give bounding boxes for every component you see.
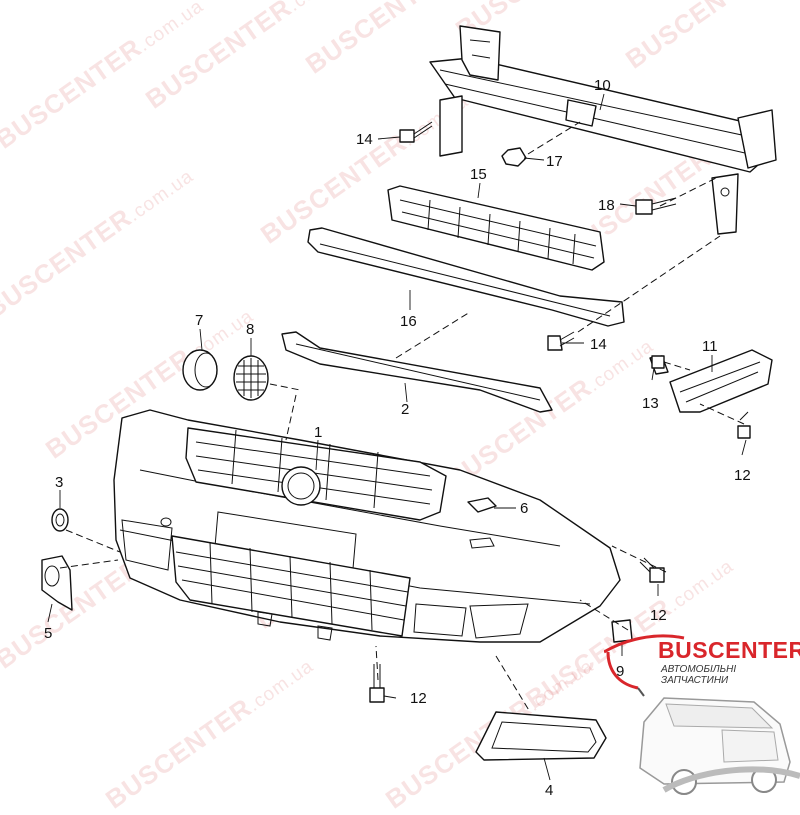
screw-13[interactable] [651, 355, 665, 369]
bus-icon [603, 634, 800, 795]
screw-14-lower[interactable] [547, 331, 575, 351]
brand-logo [603, 612, 800, 805]
callout-12-bottom: 12 [410, 690, 427, 707]
part-6-clip[interactable] [467, 497, 497, 549]
assembly-lines [59, 121, 745, 713]
callout-12-side: 12 [650, 607, 667, 624]
part-16-bumper-strip[interactable] [307, 227, 625, 327]
part-3-cap[interactable] [51, 508, 69, 532]
part-5-left-fog-trim[interactable] [41, 555, 73, 611]
callout-17: 17 [546, 153, 563, 170]
screw-12-bottom[interactable] [369, 664, 385, 703]
callout-2: 2 [401, 401, 409, 418]
logo-title: BUSCENTER [658, 637, 800, 663]
callout-14-upper: 14 [356, 131, 373, 148]
callout-9: 9 [616, 663, 624, 680]
callout-4: 4 [545, 782, 553, 799]
callout-12-right: 12 [734, 467, 751, 484]
part-11-bracket[interactable] [649, 349, 773, 413]
leader-lines [47, 93, 747, 781]
callout-10: 10 [594, 77, 611, 94]
part-4-right-fog-trim[interactable] [475, 711, 607, 761]
bolt-18[interactable] [635, 197, 677, 215]
callout-8: 8 [246, 321, 254, 338]
screw-12-right[interactable] [737, 411, 751, 439]
nut-17[interactable] [501, 147, 527, 167]
logo-subtitle: АВТОМОБІЛЬНІ ЗАПЧАСТИНИ [661, 664, 737, 686]
part-7-emblem[interactable] [182, 349, 218, 391]
callout-5: 5 [44, 625, 52, 642]
callout-13: 13 [642, 395, 659, 412]
callout-15: 15 [470, 166, 487, 183]
part-1-bumper-cover[interactable] [113, 409, 621, 643]
part-2-spoiler[interactable] [281, 331, 553, 413]
callout-18: 18 [598, 197, 615, 214]
callout-3: 3 [55, 474, 63, 491]
callout-6: 6 [520, 500, 528, 517]
callout-labels: 1 2 3 4 5 6 7 8 9 10 11 12 12 12 13 14 1… [44, 77, 751, 799]
screw-12-side[interactable] [639, 557, 665, 583]
callout-11: 11 [702, 338, 718, 355]
callout-14-lower: 14 [590, 336, 607, 353]
bolt-14-upper[interactable] [399, 121, 433, 143]
callout-1: 1 [314, 424, 322, 441]
callout-7: 7 [195, 312, 203, 329]
part-10-crossmember[interactable] [429, 25, 777, 235]
callout-16: 16 [400, 313, 417, 330]
part-15-energy-absorber[interactable] [387, 185, 605, 271]
part-8-badge-mesh[interactable] [233, 355, 269, 401]
